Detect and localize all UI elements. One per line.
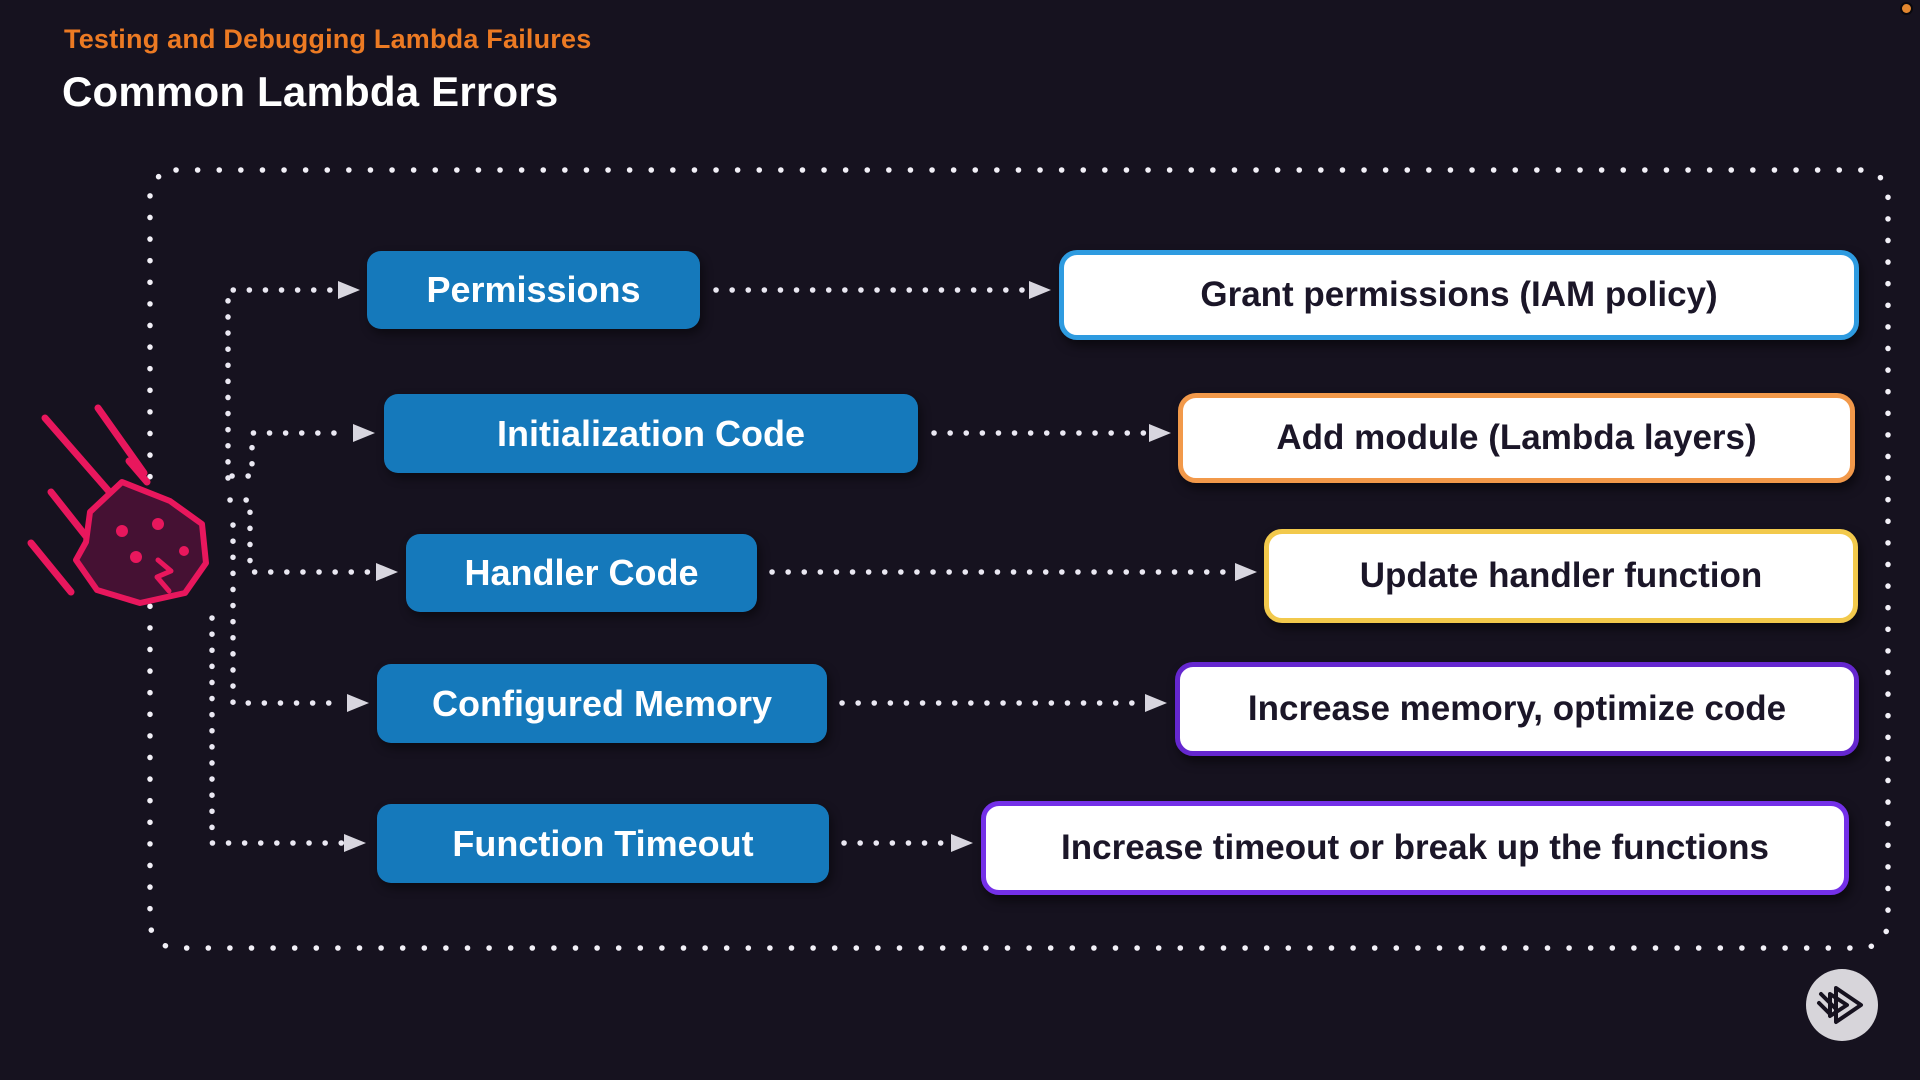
error-label: Handler Code <box>464 552 699 593</box>
meteor-icon <box>27 404 209 606</box>
remedy-label: Update handler function <box>1359 556 1763 595</box>
remedy-box-update-handler: Update handler function <box>1264 529 1858 623</box>
error-label: Permissions <box>426 269 641 310</box>
arrowheads <box>338 281 1257 852</box>
connector-to-configured-memory <box>230 522 347 706</box>
pluralsight-logo <box>1805 968 1879 1042</box>
corner-indicator-dot <box>1902 4 1911 13</box>
remedy-box-increase-memory: Increase memory, optimize code <box>1175 662 1859 756</box>
connector-to-handler-code <box>227 497 377 575</box>
remedy-label: Increase memory, optimize code <box>1247 689 1787 728</box>
error-box-function-timeout: Function Timeout <box>377 804 829 883</box>
remedy-box-increase-timeout: Increase timeout or break up the functio… <box>981 801 1849 895</box>
remedy-label: Add module (Lambda layers) <box>1276 418 1757 457</box>
page-title: Common Lambda Errors <box>62 68 559 115</box>
remedy-box-grant-permissions: Grant permissions (IAM policy) <box>1059 250 1859 340</box>
connector-to-permissions <box>225 287 339 481</box>
right-connectors <box>713 287 1235 846</box>
error-label: Configured Memory <box>431 682 772 724</box>
remedy-label: Increase timeout or break up the functio… <box>1061 828 1769 867</box>
error-box-permissions: Permissions <box>367 251 700 329</box>
error-box-handler-code: Handler Code <box>406 534 757 612</box>
error-label: Function Timeout <box>452 822 754 864</box>
remedy-label: Grant permissions (IAM policy) <box>1200 275 1718 314</box>
error-box-initialization-code: Initialization Code <box>384 394 918 473</box>
pluralsight-logo-icon <box>1806 969 1878 1041</box>
error-label: Initialization Code <box>496 412 805 454</box>
left-connectors <box>209 287 377 846</box>
course-title: Testing and Debugging Lambda Failures <box>64 24 592 54</box>
dotted-frame <box>147 167 1891 951</box>
connector-to-function-timeout <box>209 615 347 846</box>
error-box-configured-memory: Configured Memory <box>377 664 827 743</box>
remedy-box-add-module: Add module (Lambda layers) <box>1178 393 1855 483</box>
connector-to-initialization-code <box>229 430 353 479</box>
